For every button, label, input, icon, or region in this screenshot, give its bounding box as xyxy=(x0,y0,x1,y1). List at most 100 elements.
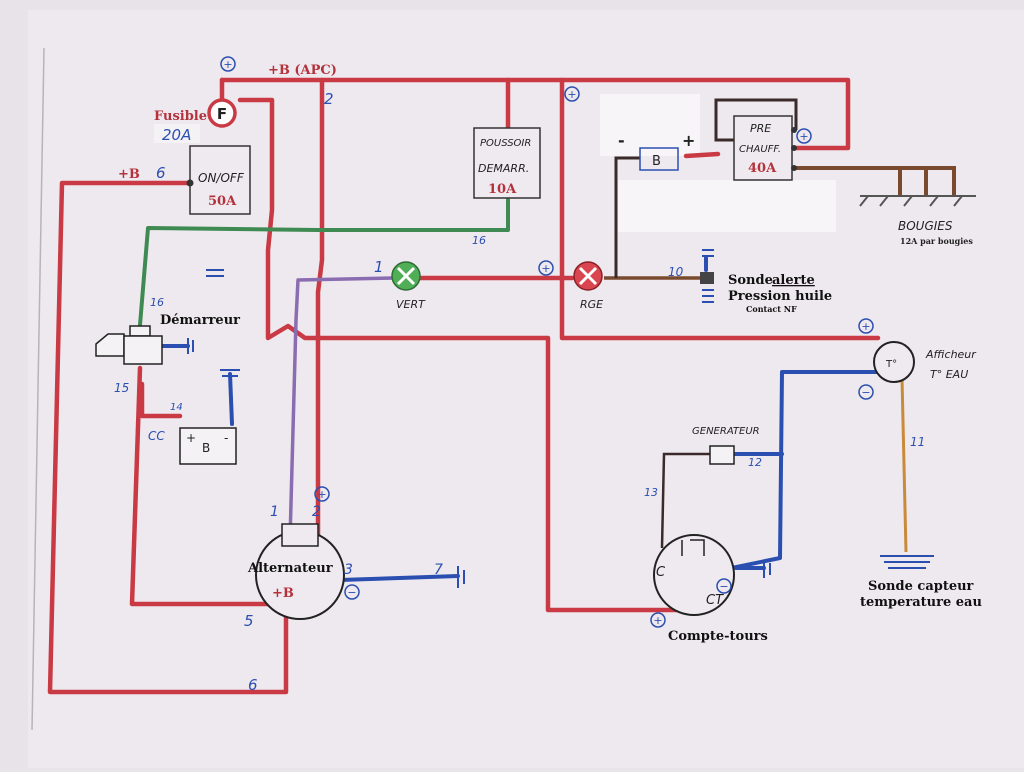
sonde-temp-label-2: temperature eau xyxy=(860,595,982,610)
onoff-plus-b-label: +B xyxy=(118,167,140,182)
apc-to-alternateur-wire xyxy=(315,77,325,541)
alternateur-connector xyxy=(281,523,319,547)
apc-bus-wire xyxy=(219,77,851,151)
wire-5-label: 5 xyxy=(244,612,254,630)
ct-c-label: C xyxy=(656,565,666,580)
cc-label: CC xyxy=(148,429,165,443)
sonde-label-2: alerte xyxy=(772,273,815,288)
wire-15-label: 15 xyxy=(114,381,129,395)
alternateur-ground-symbol xyxy=(457,566,465,588)
pre-terminal-1 xyxy=(791,127,797,133)
demarreur-ground-symbol xyxy=(187,269,224,354)
battery-minus: - xyxy=(224,431,228,445)
battery-ground-wire xyxy=(228,372,234,426)
wire-1-label: 1 xyxy=(374,258,384,276)
minus-sign: − xyxy=(347,586,356,599)
poussoir-rating: 10A xyxy=(488,182,517,197)
sonde-label-1: Sonde xyxy=(728,273,773,288)
green-start-wire xyxy=(138,198,510,327)
white-patch-2 xyxy=(618,180,836,232)
wire-7-label: 7 xyxy=(434,562,443,578)
bougies-sub: 12A par bougies xyxy=(900,236,973,246)
compte-tours-label: Compte-tours xyxy=(668,629,768,644)
poussoir-line2: DEMARR. xyxy=(478,162,529,175)
top-batt-plus: + xyxy=(682,131,695,150)
sonde-label-4: Contact NF xyxy=(746,304,797,314)
red-wires xyxy=(47,77,881,695)
fuse-letter: F xyxy=(217,105,227,123)
battery-ground-symbol xyxy=(220,369,240,377)
wire-16-right-label: 16 xyxy=(472,234,486,247)
lamp-vert-label: VERT xyxy=(396,298,426,311)
purple-charge-wire xyxy=(288,276,396,542)
plus-sign: + xyxy=(317,488,326,501)
minus-sign: − xyxy=(719,580,728,593)
afficheur-label-2: T° EAU xyxy=(930,368,968,381)
sonde-label-3: Pression huile xyxy=(728,289,832,304)
plus-sign: + xyxy=(223,58,232,71)
ct-ct-label: CT xyxy=(706,593,724,608)
compte-tours-terminal xyxy=(681,539,705,556)
demarreur xyxy=(95,325,163,365)
lamp-rge xyxy=(573,261,603,291)
lamp-rge-label: RGE xyxy=(580,298,603,311)
wire-2-label: 2 xyxy=(324,90,334,108)
alternateur-plus-b: +B xyxy=(272,586,294,601)
alternateur-label: Alternateur xyxy=(247,561,333,576)
plus-sign: + xyxy=(861,320,870,333)
fuse-f: F xyxy=(207,98,237,128)
wire-10-label: 10 xyxy=(668,265,684,279)
afficheur-gauge xyxy=(873,341,915,383)
wire-11-label: 11 xyxy=(910,435,925,449)
demarreur-label: Démarreur xyxy=(160,313,240,328)
polarity-markers xyxy=(220,56,874,628)
bougies-wire xyxy=(796,166,956,196)
pre-rating: 40A xyxy=(748,161,777,176)
alt-term-1: 1 xyxy=(270,504,279,520)
afficheur-ground-wire xyxy=(720,370,888,572)
poussoir-line1: POUSSOIR xyxy=(480,138,531,149)
pre-terminal-2 xyxy=(791,145,797,151)
lamp-vert xyxy=(391,261,421,291)
battery xyxy=(179,427,237,465)
plus-sign: + xyxy=(799,130,808,143)
paper-margin-line xyxy=(31,47,45,731)
generateur-dark-wire xyxy=(660,452,710,549)
sonde-temp-label-1: Sonde capteur xyxy=(868,579,974,594)
alt-term-3: 3 xyxy=(344,562,353,578)
fusible-label: Fusible xyxy=(154,109,207,124)
plus-sign: + xyxy=(653,614,662,627)
fuse-circle xyxy=(207,98,237,128)
blue-wires xyxy=(158,256,888,582)
battery-plus-wire xyxy=(683,151,721,159)
wire-16-left-label: 16 xyxy=(150,296,164,309)
demarreur-to-alternateur-wire xyxy=(129,365,289,607)
plus-sign: + xyxy=(541,262,550,275)
poussoir-demarr xyxy=(473,127,541,199)
onoff-label: ON/OFF xyxy=(198,171,245,185)
generateur-label: GENERATEUR xyxy=(692,426,760,437)
onoff-rating: 50A xyxy=(208,194,237,209)
wire-6-bottom-label: 6 xyxy=(248,676,258,694)
plus-sign: + xyxy=(567,88,576,101)
afficheur-label-1: Afficheur xyxy=(925,348,977,361)
battery-letter: B xyxy=(202,441,210,455)
prechauff-dark-wire xyxy=(714,98,798,142)
wire-13-label: 13 xyxy=(644,486,658,499)
gauge-t: T° xyxy=(885,359,897,370)
demarreur-to-battery-wire xyxy=(139,381,183,419)
white-patch xyxy=(600,94,700,156)
pre-line1: PRE xyxy=(750,122,771,135)
temp-sensor-ground-symbol xyxy=(880,555,934,569)
compte-tours-ground-symbol xyxy=(763,560,771,578)
battery-minus-wire xyxy=(614,156,640,278)
fuse-rating: 20A xyxy=(162,126,191,144)
bougies-label: BOUGIES xyxy=(898,219,953,233)
top-battery-letter: B xyxy=(652,154,661,169)
onoff-to-alternateur-wire xyxy=(47,180,289,695)
polarity-signs: + + + + + − + − + − xyxy=(223,58,870,627)
onoff-terminal xyxy=(186,179,194,187)
top-battery xyxy=(639,147,679,171)
